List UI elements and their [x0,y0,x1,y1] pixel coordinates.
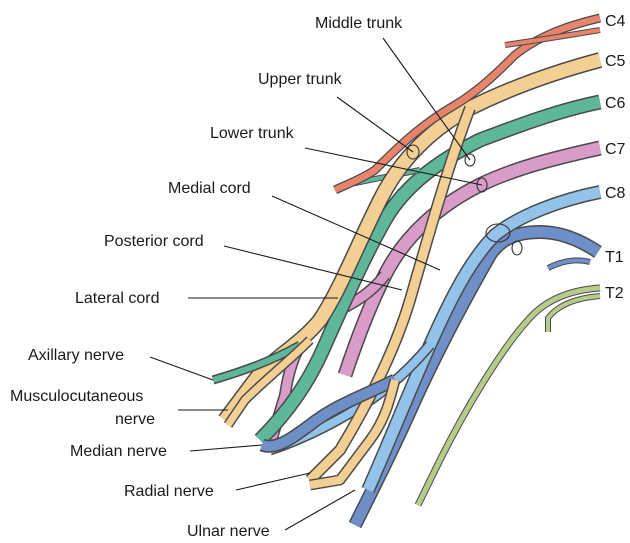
t2-root-nerve [414,284,601,507]
c7-root-nerve [264,140,602,447]
median-nerve-bundle [259,374,398,453]
t2-root-fill [415,285,601,507]
root-label-c4: C4 [605,13,626,30]
musculocutaneous-nerve-bundle [223,336,314,428]
root-label-c8: C8 [605,185,626,202]
ulnar-nerve-label: Ulnar nerve [187,523,270,540]
upper-trunk-label: Upper trunk [258,71,343,88]
root-label-t2: T2 [605,285,624,302]
trunk-junctions [406,144,523,256]
posterior-cord-leader [223,245,403,291]
lower-trunk-label: Lower trunk [210,125,295,142]
radial-nerve-label: Radial nerve [124,483,214,500]
lower-trunk-junction [476,177,488,193]
c8-t1-junction [485,223,511,243]
axillary-nerve-leader [149,356,214,381]
median-nerve-leader [189,444,263,452]
radial-nerve-bundle [309,378,401,491]
upper-trunk-junction [406,144,420,160]
leader-lines [149,37,483,531]
ulnar-nerve-leader [284,489,356,531]
root-label-t1: T1 [605,249,624,266]
musculocutaneous-label-line2: nerve [115,411,155,428]
root-labels: C4 C5 C6 C7 C8 T1 T2 [605,13,626,302]
middle-trunk-label: Middle trunk [315,15,403,32]
middle-trunk-leader [382,37,471,161]
t1-junction [511,240,523,256]
musculocutaneous-label-line1: Musculocutaneous [10,388,143,405]
middle-trunk-junction [464,153,476,167]
upper-trunk-leader [336,96,414,153]
root-label-c6: C6 [605,95,626,112]
medial-cord-label: Medial cord [168,180,251,197]
nerve-bundles [211,13,603,529]
lateral-cord-label: Lateral cord [75,290,160,307]
medial-cord-leader [271,195,441,271]
posterior-cord-label: Posterior cord [104,233,204,250]
c4-root-nerve [332,13,602,195]
c5-root-nerve [218,52,603,485]
structure-labels: Middle trunk Upper trunk Lower trunk Med… [10,15,403,540]
lower-trunk-leader [304,147,483,186]
c6-root-nerve [254,94,602,446]
median-nerve-label: Median nerve [70,443,167,460]
axillary-nerve-label: Axillary nerve [28,347,124,364]
radial-nerve-leader [235,472,311,491]
root-label-c7: C7 [605,141,626,158]
root-label-c5: C5 [605,53,626,70]
axillary-nerve-bundle [211,341,303,385]
